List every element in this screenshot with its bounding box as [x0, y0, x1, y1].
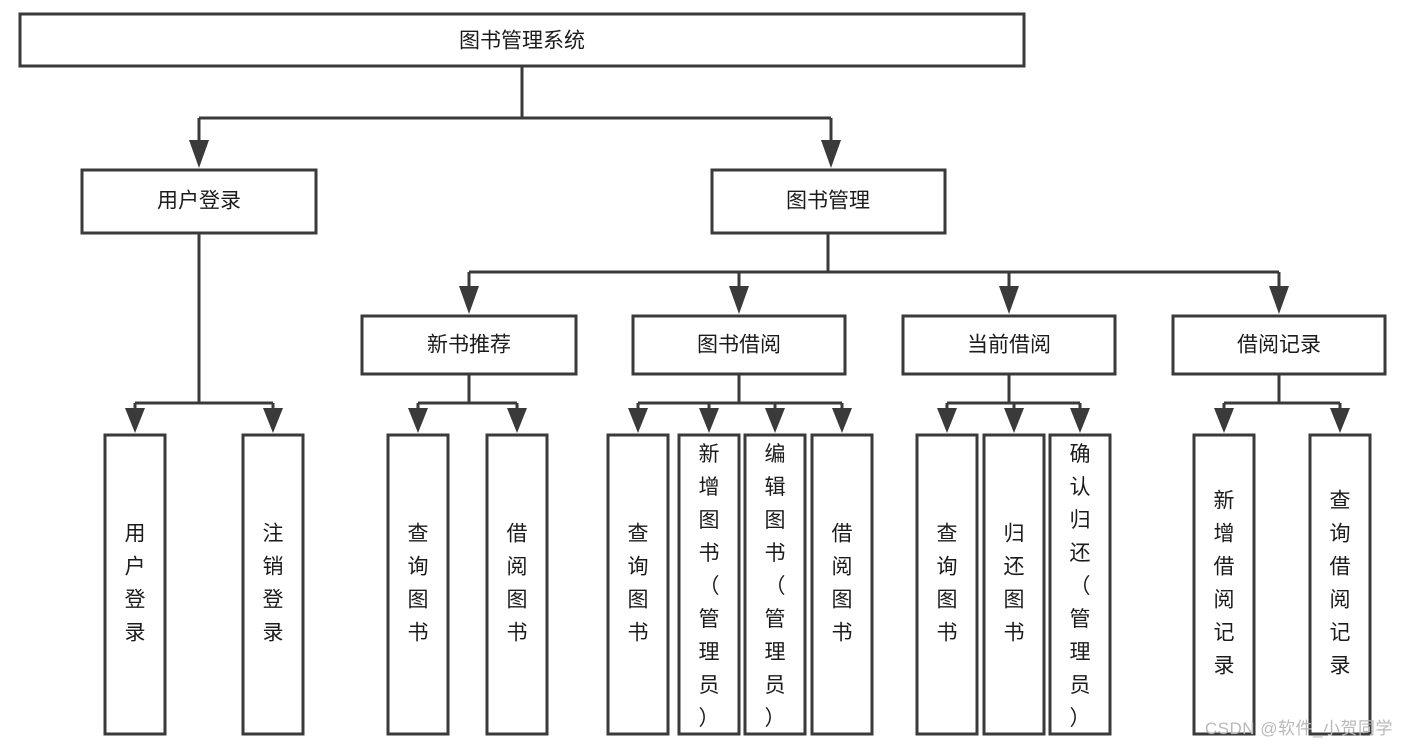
- arrow-to-new-book-recommend: [459, 286, 479, 314]
- node-leaf-borrow-book-1-label: 借阅图书: [507, 523, 528, 645]
- node-leaf-return-book-label: 归还图书: [1004, 523, 1025, 645]
- node-leaf-query-book-2-box[interactable]: [606, 433, 670, 736]
- edge-newbook-to-bus: [416, 374, 519, 410]
- node-leaf-confirm-return-admin[interactable]: 确认归还（管理员）: [1048, 433, 1112, 736]
- arrow-to-leaf-add-borrow-record: [1214, 408, 1234, 433]
- edge-userlogin-to-bus: [133, 233, 275, 410]
- node-book-manage-box[interactable]: [710, 168, 947, 235]
- node-new-book-recommend[interactable]: 新书推荐: [360, 314, 578, 376]
- node-leaf-query-book-3-label: 查询图书: [937, 523, 958, 645]
- node-book-manage[interactable]: 图书管理: [710, 168, 947, 235]
- node-new-book-recommend-box[interactable]: [360, 314, 578, 376]
- node-leaf-logout-login-label: 注销登录: [263, 523, 284, 645]
- arrow-to-leaf-logout-login: [263, 408, 283, 433]
- node-leaf-return-book-box[interactable]: [982, 433, 1046, 736]
- arrow-to-leaf-confirm-return-admin: [1070, 408, 1090, 433]
- node-book-borrow-box[interactable]: [631, 314, 847, 376]
- edges-layer: [125, 66, 1350, 433]
- arrow-to-leaf-edit-book-admin: [765, 408, 785, 433]
- arrow-to-book-manage: [821, 140, 841, 168]
- arrow-to-current-borrow: [999, 286, 1019, 314]
- node-leaf-logout-login-box[interactable]: [241, 433, 305, 736]
- node-root-label: 图书管理系统: [459, 30, 585, 53]
- node-book-borrow-label: 图书借阅: [697, 334, 781, 357]
- node-leaf-add-borrow-record-label: 新增借阅记录: [1214, 490, 1235, 678]
- node-leaf-add-book-admin-box[interactable]: [677, 433, 741, 736]
- arrow-to-leaf-borrow-book-1: [507, 408, 527, 433]
- node-leaf-confirm-return-admin-label: 确认归还（管理员）: [1070, 443, 1091, 730]
- node-borrow-record-label: 借阅记录: [1237, 334, 1321, 357]
- node-leaf-query-book-3[interactable]: 查询图书: [915, 433, 979, 736]
- node-user-login-label: 用户登录: [157, 190, 241, 213]
- node-current-borrow-box[interactable]: [901, 314, 1117, 376]
- node-leaf-user-login-box[interactable]: [103, 433, 167, 736]
- node-book-borrow[interactable]: 图书借阅: [631, 314, 847, 376]
- arrow-to-book-borrow: [729, 286, 749, 314]
- node-current-borrow[interactable]: 当前借阅: [901, 314, 1117, 376]
- arrow-to-leaf-query-book-1: [408, 408, 428, 433]
- leaf-nodes-layer: 用户登录 注销登录 查询图书 借阅图书 查询图书 新增图书（管理员） 编辑图书（管理员） 借阅…: [103, 433, 1372, 736]
- node-user-login[interactable]: 用户登录: [80, 168, 318, 235]
- node-leaf-borrow-book-1-box[interactable]: [485, 433, 549, 736]
- arrow-to-leaf-add-book-admin: [699, 408, 719, 433]
- arrow-to-leaf-borrow-book-2: [832, 408, 852, 433]
- node-leaf-edit-book-admin[interactable]: 编辑图书（管理员）: [743, 433, 807, 736]
- arrow-to-leaf-user-login: [125, 408, 145, 433]
- node-leaf-query-book-1-label: 查询图书: [408, 523, 429, 645]
- node-leaf-borrow-book-2[interactable]: 借阅图书: [810, 433, 874, 736]
- node-leaf-query-book-1[interactable]: 查询图书: [386, 433, 450, 736]
- node-leaf-query-borrow-record-label: 查询借阅记录: [1330, 490, 1351, 678]
- node-book-manage-label: 图书管理: [786, 190, 870, 213]
- node-leaf-query-book-1-box[interactable]: [386, 433, 450, 736]
- arrow-to-leaf-query-book-3: [937, 408, 957, 433]
- node-borrow-record-box[interactable]: [1171, 314, 1387, 376]
- csdn-watermark: CSDN @软件_小贺同学: [1204, 719, 1393, 738]
- node-leaf-borrow-book-1[interactable]: 借阅图书: [485, 433, 549, 736]
- node-leaf-query-borrow-record[interactable]: 查询借阅记录: [1308, 433, 1372, 736]
- node-leaf-query-book-2[interactable]: 查询图书: [606, 433, 670, 736]
- arrow-to-leaf-return-book: [1004, 408, 1024, 433]
- node-borrow-record[interactable]: 借阅记录: [1171, 314, 1387, 376]
- node-root[interactable]: 图书管理系统: [18, 12, 1026, 68]
- arrow-to-borrow-record: [1269, 286, 1289, 314]
- node-leaf-query-borrow-record-box[interactable]: [1308, 433, 1372, 736]
- node-leaf-edit-book-admin-label: 编辑图书（管理员）: [765, 443, 786, 730]
- node-leaf-add-book-admin[interactable]: 新增图书（管理员）: [677, 433, 741, 736]
- node-current-borrow-label: 当前借阅: [967, 334, 1051, 357]
- edge-borrowrecord-to-bus: [1222, 374, 1342, 410]
- arrow-to-user-login: [189, 140, 209, 168]
- node-leaf-user-login-label: 用户登录: [125, 523, 146, 645]
- node-leaf-add-borrow-record[interactable]: 新增借阅记录: [1192, 433, 1256, 736]
- node-leaf-add-borrow-record-box[interactable]: [1192, 433, 1256, 736]
- edge-root-to-bus: [197, 66, 833, 140]
- node-leaf-borrow-book-2-box[interactable]: [810, 433, 874, 736]
- node-new-book-recommend-label: 新书推荐: [427, 334, 511, 357]
- node-leaf-confirm-return-admin-box[interactable]: [1048, 433, 1112, 736]
- node-user-login-box[interactable]: [80, 168, 318, 235]
- edge-currentborrow-to-bus: [945, 374, 1082, 410]
- arrow-to-leaf-query-borrow-record: [1330, 408, 1350, 433]
- node-leaf-edit-book-admin-box[interactable]: [743, 433, 807, 736]
- node-leaf-query-book-3-box[interactable]: [915, 433, 979, 736]
- node-leaf-user-login[interactable]: 用户登录: [103, 433, 167, 736]
- node-leaf-add-book-admin-label: 新增图书（管理员）: [699, 443, 720, 730]
- arrow-to-leaf-query-book-2: [628, 408, 648, 433]
- node-leaf-query-book-2-label: 查询图书: [628, 523, 649, 645]
- node-root-box[interactable]: [18, 12, 1026, 68]
- edge-bookborrow-to-bus: [636, 374, 844, 410]
- node-leaf-logout-login[interactable]: 注销登录: [241, 433, 305, 736]
- node-leaf-return-book[interactable]: 归还图书: [982, 433, 1046, 736]
- node-leaf-borrow-book-2-label: 借阅图书: [832, 523, 853, 645]
- edge-bookmanage-to-bus: [467, 233, 1281, 288]
